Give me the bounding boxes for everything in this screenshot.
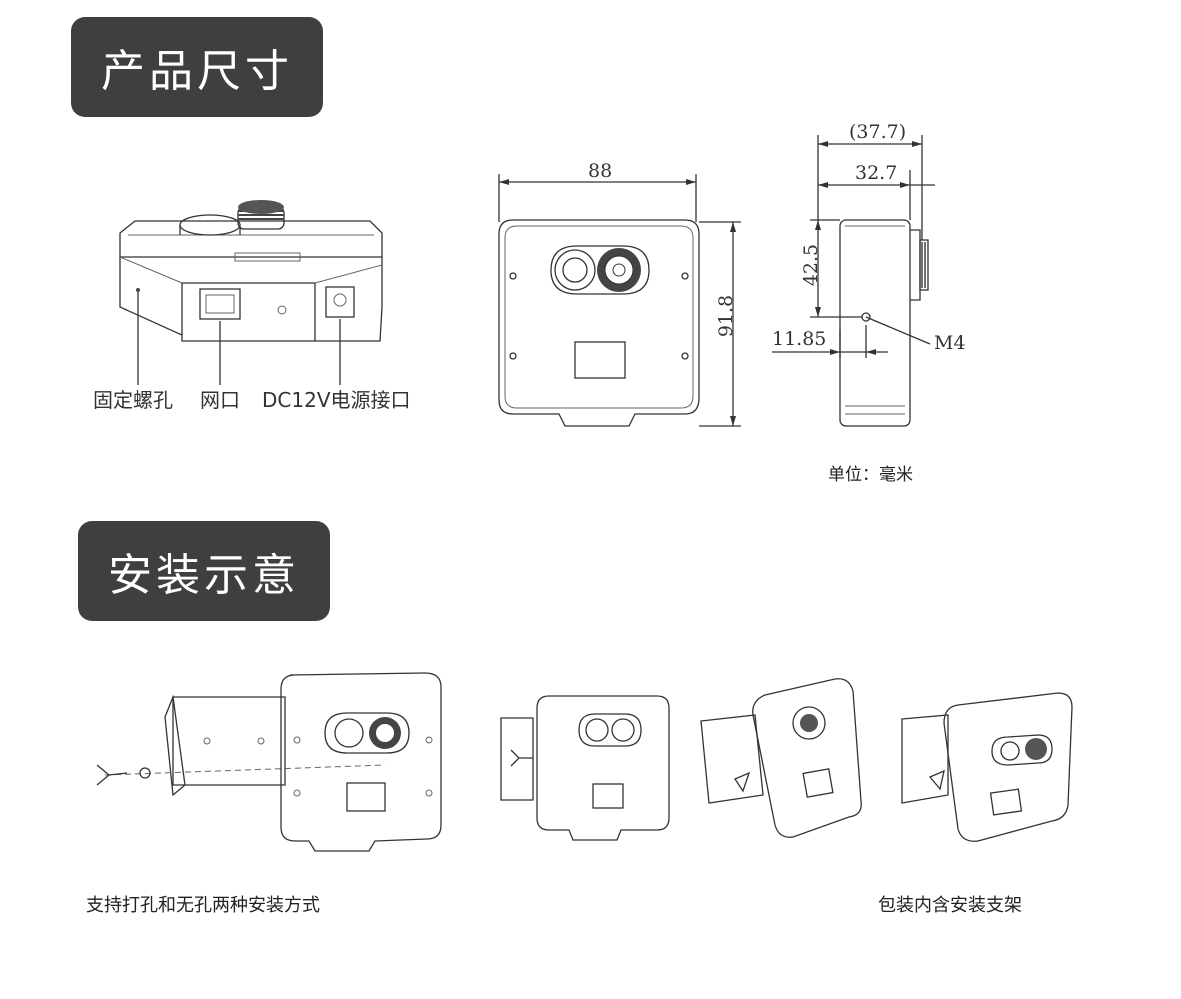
label-power-port: DC12V电源接口 [262,388,411,412]
dim-depth-body: 32.7 [855,162,898,184]
label-network-port: 网口 [200,388,240,412]
install-exploded-drawing [96,672,442,852]
dim-hole-top: 42.5 [800,243,823,287]
dim-thread: M4 [934,332,966,354]
section-title-dimensions: 产品尺寸 [71,17,323,117]
dim-hole-side: 11.85 [772,328,827,350]
dim-depth-total: (37.7) [849,121,907,143]
unit-note: 单位：毫米 [828,465,913,485]
caption-install-methods: 支持打孔和无孔两种安装方式 [86,895,320,916]
front-view-drawing [498,174,741,427]
install-corner-drawing [901,692,1073,842]
install-front-drawing [500,695,670,841]
section-title-installation: 安装示意 [78,521,330,621]
side-view-drawing [772,135,935,427]
install-side-angle-drawing [700,678,862,838]
caption-bracket-included: 包装内含安装支架 [878,895,1022,916]
product-perspective-drawing [119,200,383,385]
dim-height: 91.8 [715,294,738,338]
label-mount-hole: 固定螺孔 [93,388,173,412]
dim-width: 88 [588,160,613,182]
